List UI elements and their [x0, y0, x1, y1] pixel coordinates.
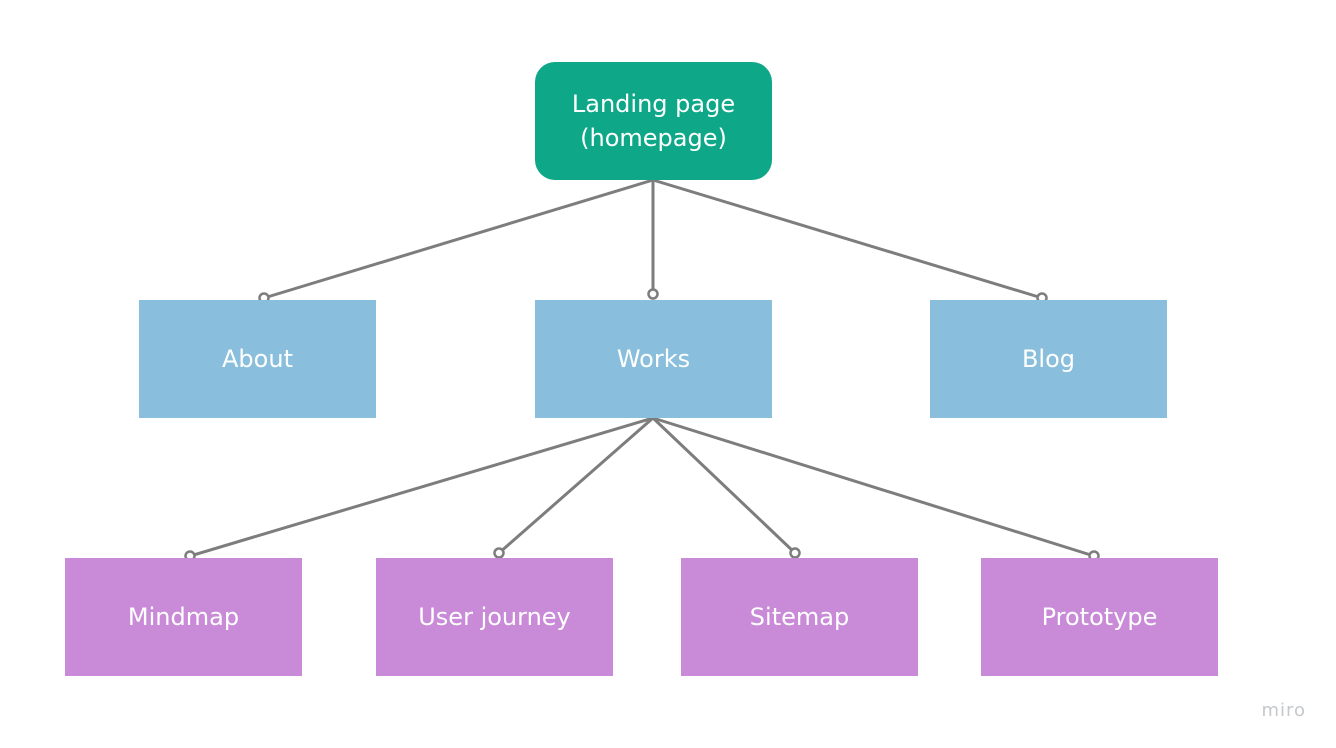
node-landing-page[interactable]: Landing page (homepage)	[535, 62, 772, 180]
node-blog[interactable]: Blog	[930, 300, 1167, 418]
miro-watermark: miro	[1261, 700, 1306, 721]
node-works[interactable]: Works	[535, 300, 772, 418]
node-prototype[interactable]: Prototype	[981, 558, 1218, 676]
connector-works-prototype	[652, 416, 1095, 558]
node-user-journey[interactable]: User journey	[376, 558, 613, 676]
node-landing-page-label: Landing page (homepage)	[572, 87, 735, 155]
node-landing-page-line2: (homepage)	[580, 124, 727, 152]
node-mindmap[interactable]: Mindmap	[65, 558, 302, 676]
connector-works-sitemap	[651, 416, 797, 555]
connector-works-mindmap	[189, 416, 654, 558]
node-about-label: About	[222, 345, 293, 373]
connector-endpoint-sitemap	[789, 547, 801, 559]
node-prototype-label: Prototype	[1041, 603, 1158, 631]
node-landing-page-line1: Landing page	[571, 90, 736, 118]
connector-endpoint-user-journey	[493, 547, 505, 559]
node-works-label: Works	[616, 345, 691, 373]
connector-works-user-journey	[498, 416, 654, 555]
node-about[interactable]: About	[139, 300, 376, 418]
node-user-journey-label: User journey	[418, 603, 571, 631]
node-mindmap-label: Mindmap	[127, 603, 240, 631]
node-sitemap[interactable]: Sitemap	[681, 558, 918, 676]
node-sitemap-label: Sitemap	[749, 603, 850, 631]
node-blog-label: Blog	[1021, 345, 1076, 373]
connector-root-about	[263, 178, 654, 300]
connector-root-blog	[652, 178, 1043, 300]
connector-endpoint-works	[647, 288, 659, 300]
